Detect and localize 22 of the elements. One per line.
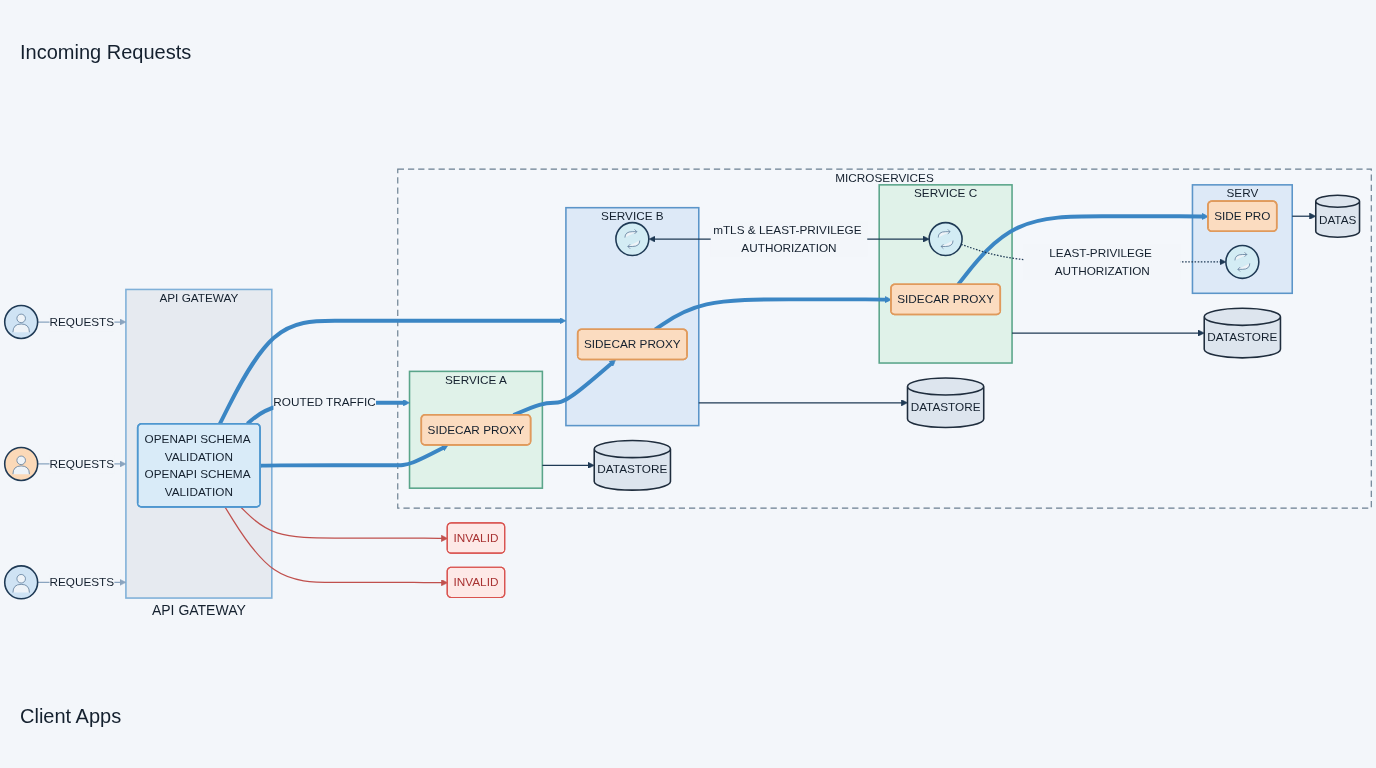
edge-label: REQUESTS [49, 575, 115, 589]
edge-label: mTLS & LEAST-PRIVILEGE AUTHORIZATION [713, 222, 862, 254]
column-label: Client Apps [20, 704, 122, 728]
arrow [1011, 329, 1205, 337]
arrow [224, 506, 448, 587]
node-person [3, 446, 39, 482]
edge-label: LEAST-PRIVILEGE AUTHORIZATION [1049, 245, 1152, 277]
edge-label: REQUESTS [49, 314, 115, 329]
node-circle [615, 221, 650, 257]
node-person [3, 565, 39, 600]
edge-label: ROUTED TRAFFIC [273, 395, 376, 409]
arrow [1291, 212, 1317, 220]
group-caption: API GATEWAY [151, 602, 246, 619]
node-circle [1225, 244, 1260, 280]
edge-label: REQUESTS [49, 456, 115, 471]
node-circle [928, 221, 963, 257]
arrow [260, 444, 449, 468]
arrow [698, 399, 908, 407]
column-label: Incoming Requests [20, 40, 192, 64]
arrow [541, 461, 595, 469]
node-person [3, 304, 39, 340]
arrow [240, 506, 448, 542]
